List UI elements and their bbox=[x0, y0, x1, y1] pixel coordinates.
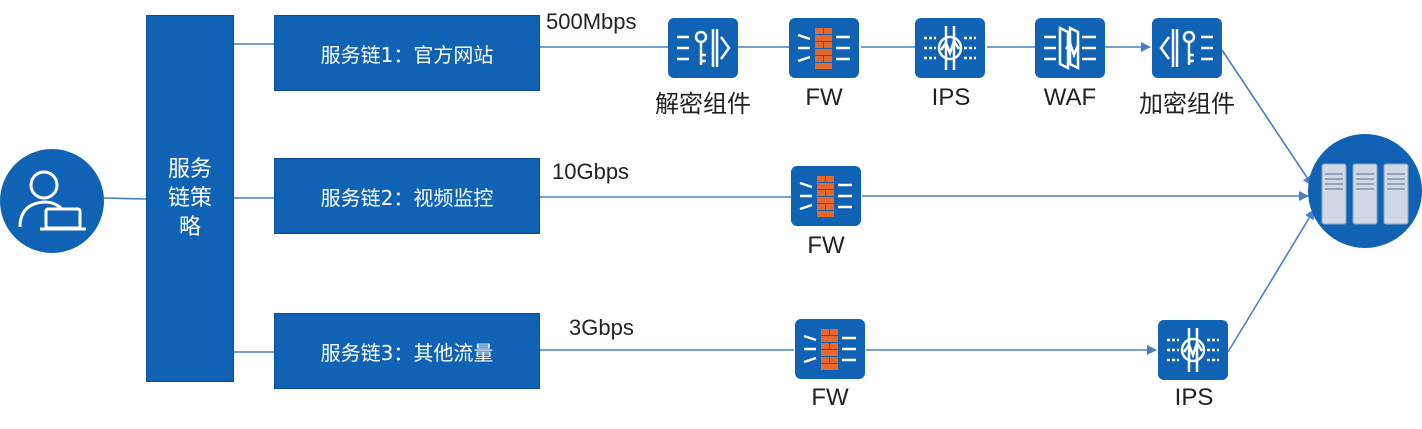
policy-label: 服务链策略 bbox=[167, 157, 212, 240]
service-chain-1: 服务链1：官方网站 bbox=[274, 15, 540, 91]
ips-3-label: IPS bbox=[1174, 384, 1214, 411]
chain-2-label: 服务链2：视频监控 bbox=[320, 185, 494, 210]
firewall-icon bbox=[789, 18, 859, 78]
decrypt-label: 解密组件 bbox=[655, 91, 751, 118]
fw-3-label: FW bbox=[811, 384, 849, 411]
chain-3-label: 服务链3：其他流量 bbox=[320, 340, 494, 365]
waf-icon bbox=[1035, 18, 1105, 78]
fw-2-label: FW bbox=[807, 232, 845, 259]
service-chain-policy: 服务链策略 bbox=[146, 15, 234, 382]
chain-3-bandwidth: 3Gbps bbox=[569, 315, 634, 340]
firewall-icon bbox=[791, 166, 861, 226]
ips-1-label: IPS bbox=[931, 84, 971, 111]
chain-1-bandwidth: 500Mbps bbox=[546, 9, 637, 34]
chain-1-label: 服务链1：官方网站 bbox=[320, 42, 494, 67]
user-laptop-icon bbox=[0, 149, 104, 253]
firewall-icon bbox=[795, 319, 865, 379]
server-cluster-icon bbox=[1308, 134, 1422, 248]
ips-icon bbox=[1158, 320, 1228, 380]
decrypt-component-icon bbox=[668, 18, 738, 78]
encrypt-label: 加密组件 bbox=[1139, 91, 1235, 118]
fw-1-label: FW bbox=[805, 84, 843, 111]
chain-2-bandwidth: 10Gbps bbox=[552, 159, 630, 184]
service-chain-2: 服务链2：视频监控 bbox=[274, 158, 540, 234]
encrypt-component-icon bbox=[1152, 18, 1222, 78]
waf-label: WAF bbox=[1043, 84, 1097, 111]
service-chain-3: 服务链3：其他流量 bbox=[274, 313, 540, 389]
ips-icon bbox=[915, 18, 985, 78]
